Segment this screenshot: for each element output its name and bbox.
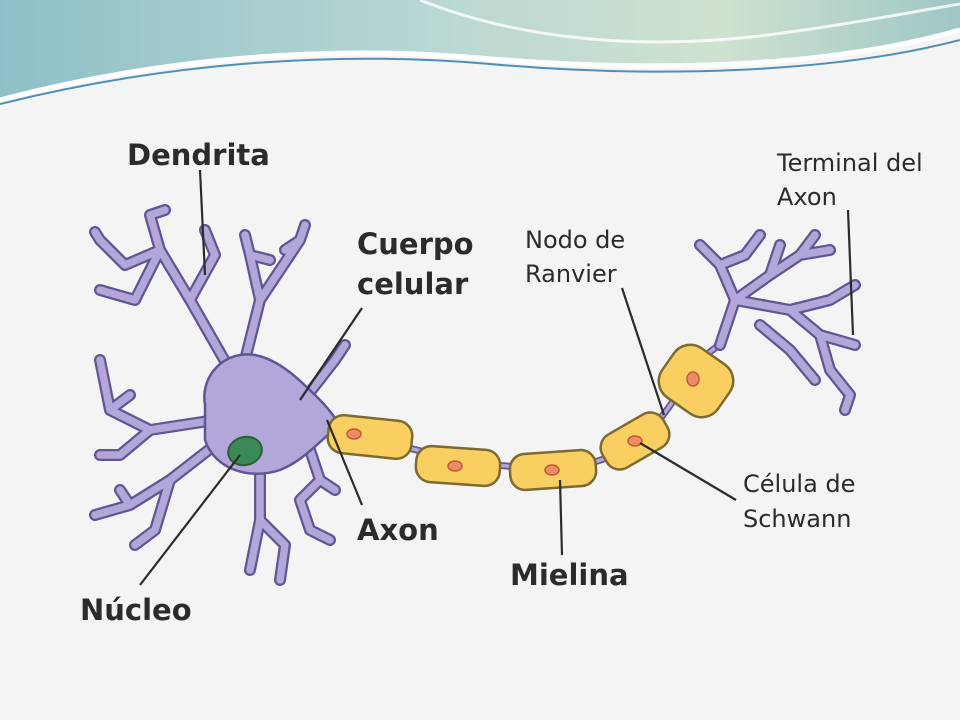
label-nodo-line2: Ranvier (525, 260, 617, 288)
leader-nucleo (139, 454, 241, 586)
label-nodo-line1: Nodo de (525, 226, 625, 254)
leader-cuerpo (299, 307, 363, 401)
label-celula-line1: Célula de (743, 470, 855, 498)
leader-terminal (846, 209, 855, 336)
label-cuerpo-celular-line1: Cuerpo (357, 227, 474, 261)
label-nucleo: Núcleo (80, 593, 192, 627)
leader-dendrita (198, 169, 207, 276)
label-axon: Axon (357, 513, 439, 547)
label-cuerpo-celular-line2: celular (357, 267, 469, 301)
leader-axon (325, 419, 364, 506)
leader-lines (139, 169, 855, 586)
leader-celula (639, 442, 737, 501)
labels: Dendrita Cuerpo celular Nodo de Ranvier … (80, 138, 923, 627)
label-celula-line2: Schwann (743, 505, 851, 533)
dendrites (89, 204, 351, 586)
header-banner (0, 0, 960, 105)
label-dendrita: Dendrita (127, 138, 270, 172)
leader-nodo (620, 287, 666, 416)
label-terminal-line2: Axon (777, 183, 837, 211)
label-terminal-line1: Terminal del (776, 149, 923, 177)
axon-terminal (694, 229, 861, 416)
myelin-sheath (326, 343, 735, 492)
label-mielina: Mielina (510, 558, 629, 592)
leader-mielina (558, 479, 564, 556)
schwann-cell (326, 413, 414, 461)
